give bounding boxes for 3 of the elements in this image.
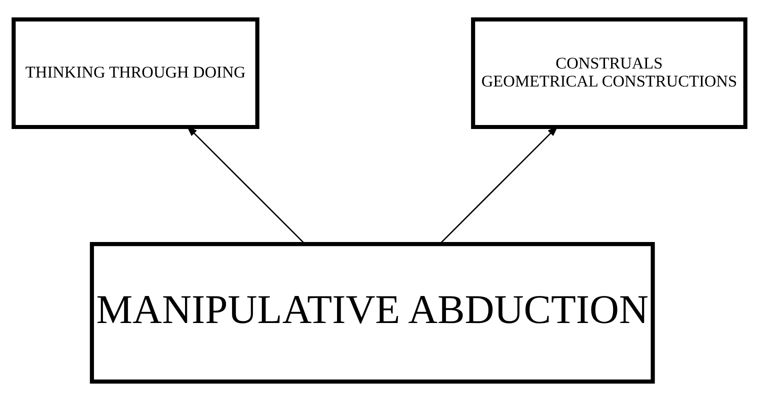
node-box: CONSTRUALS GEOMETRICAL CONSTRUCTIONS — [471, 17, 748, 130]
node-box: MANIPULATIVE ABDUCTION — [90, 242, 655, 384]
node-box: THINKING THROUGH DOING — [12, 17, 260, 130]
